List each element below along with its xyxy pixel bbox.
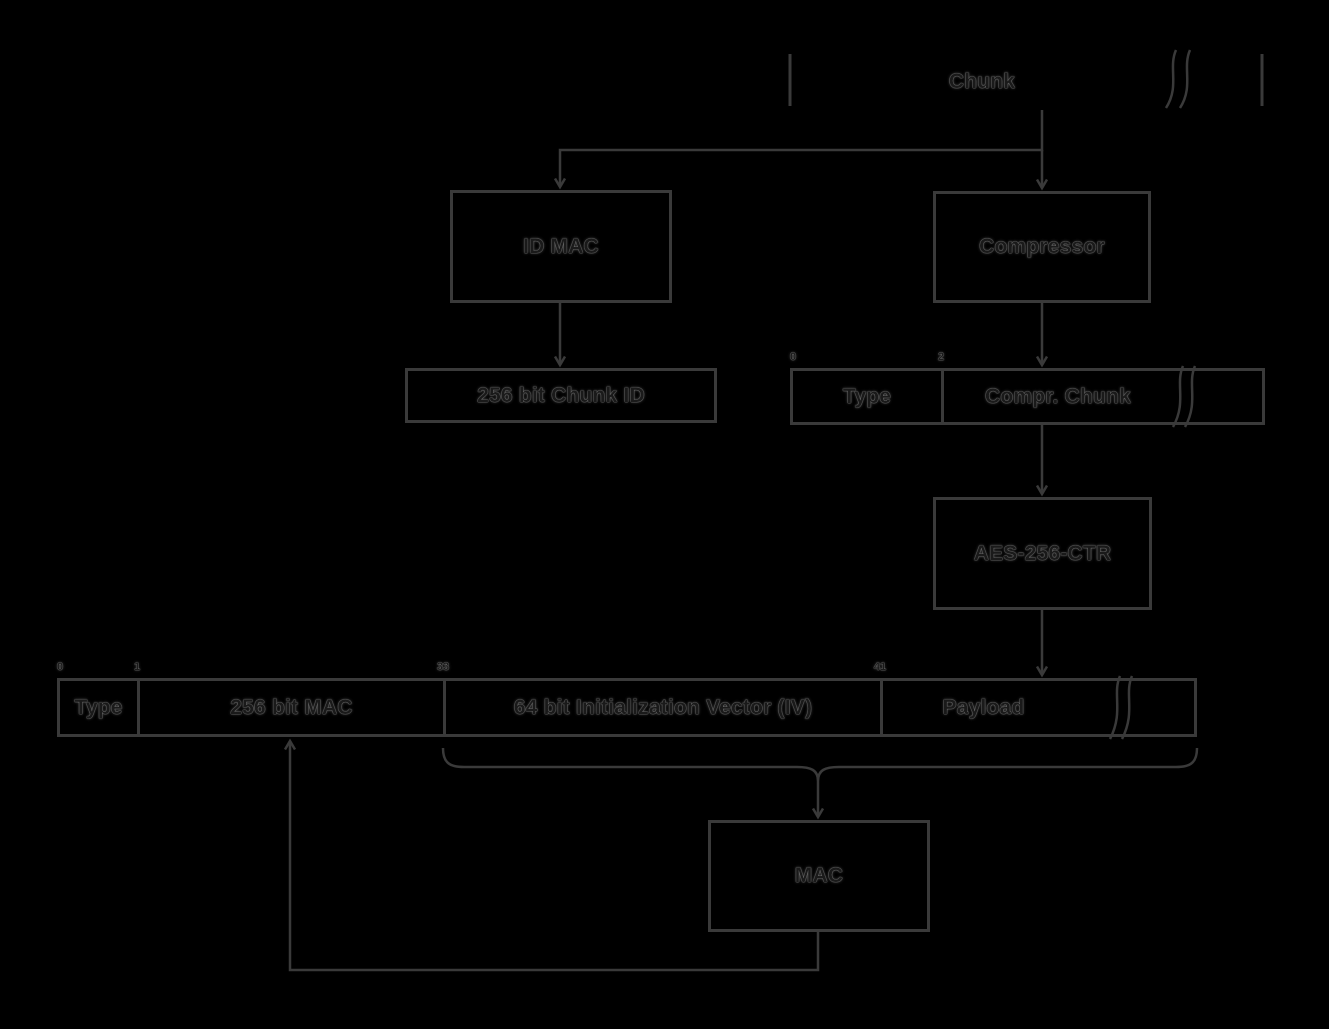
aes-label: AES-256-CTR bbox=[973, 541, 1112, 565]
compressed-segment-chunk: Compr. Chunk bbox=[941, 371, 1262, 422]
mac-box: MAC bbox=[708, 820, 930, 932]
id-mac-label: ID MAC bbox=[523, 234, 599, 258]
compressed-type-label: Type bbox=[842, 384, 892, 408]
bit-offset-label: 1 bbox=[133, 661, 141, 673]
bit-offset-label: 41 bbox=[873, 661, 887, 673]
stream-break-mark bbox=[1178, 49, 1192, 109]
compressor-box: Compressor bbox=[933, 191, 1151, 303]
bit-offset-label: 2 bbox=[937, 351, 945, 363]
bit-offset-label: 0 bbox=[56, 661, 64, 673]
encrypted-type-label: Type bbox=[74, 695, 123, 719]
bit-offset-label: 33 bbox=[436, 661, 450, 673]
chunk-stream-label: Chunk bbox=[948, 70, 1016, 93]
stream-break-mark bbox=[1164, 49, 1178, 109]
compressor-label: Compressor bbox=[979, 235, 1105, 258]
compressed-packet: Type Compr. Chunk bbox=[790, 368, 1265, 425]
chunk-id-box: 256 bit Chunk ID bbox=[405, 368, 717, 423]
aes-box: AES-256-CTR bbox=[933, 497, 1152, 610]
encrypted-segment-iv: 64 bit Initialization Vector (IV) bbox=[443, 681, 880, 734]
encrypted-iv-label: 64 bit Initialization Vector (IV) bbox=[513, 695, 813, 719]
mac-feedback-connector bbox=[283, 738, 820, 972]
compressed-packet-break-mark bbox=[1171, 365, 1185, 428]
underbrace bbox=[441, 747, 1199, 782]
compressed-chunk-label: Compr. Chunk bbox=[985, 384, 1131, 408]
compressed-packet-break-mark bbox=[1183, 365, 1197, 428]
chunk-to-id-mac-connector bbox=[553, 110, 1044, 190]
id-mac-box: ID MAC bbox=[450, 190, 672, 303]
encrypted-segment-payload: Payload bbox=[880, 681, 1194, 734]
chunk-id-label: 256 bit Chunk ID bbox=[477, 383, 645, 407]
encrypted-payload-label: Payload bbox=[942, 695, 1025, 719]
mac-label: MAC bbox=[794, 864, 844, 887]
encrypted-mac-label: 256 bit MAC bbox=[230, 695, 353, 719]
encrypted-segment-mac: 256 bit MAC bbox=[137, 681, 443, 734]
bit-offset-label: 0 bbox=[789, 351, 797, 363]
compressed-segment-type: Type bbox=[793, 371, 941, 422]
encrypted-packet: Type 256 bit MAC 64 bit Initialization V… bbox=[57, 678, 1197, 737]
payload-break-mark bbox=[1120, 675, 1134, 740]
encrypted-segment-type: Type bbox=[60, 681, 137, 734]
payload-break-mark bbox=[1108, 675, 1122, 740]
